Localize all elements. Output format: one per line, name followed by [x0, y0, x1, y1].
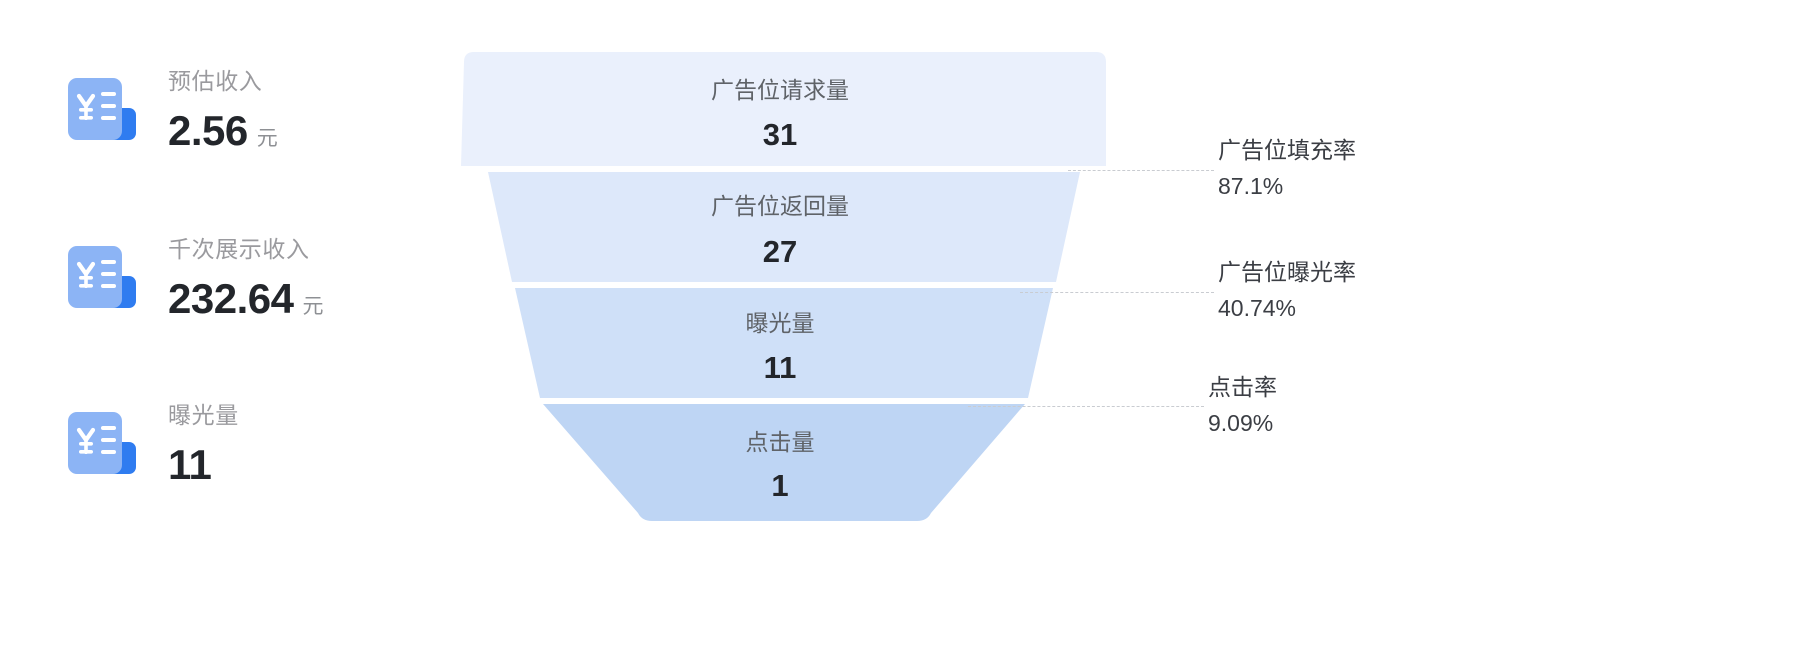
- conversion-rate: 广告位曝光率 40.74%: [1218, 256, 1356, 324]
- conversion-rate-label: 广告位曝光率: [1218, 259, 1356, 285]
- funnel-segment-shape[interactable]: [488, 172, 1080, 282]
- funnel-segment[interactable]: 点击量 1: [543, 404, 1025, 521]
- conversion-rate-value: 40.74%: [1218, 295, 1297, 321]
- stat-card: 千次展示收入 232.64 元: [60, 230, 323, 326]
- stat-card-value: 232.64: [168, 275, 294, 322]
- funnel-segment-shape[interactable]: [543, 404, 1025, 521]
- stat-card: 曝光量 11: [60, 396, 239, 492]
- funnel-segment-value: 27: [763, 234, 797, 269]
- funnel-segment-shape[interactable]: [461, 52, 1106, 166]
- receipt-yuan-icon: [60, 236, 144, 320]
- funnel-segment-value: 1: [771, 468, 788, 503]
- funnel-segment[interactable]: 广告位请求量 31: [461, 52, 1106, 166]
- stat-card-label: 预估收入: [168, 68, 263, 94]
- funnel-segment-name: 点击量: [746, 429, 815, 455]
- stat-card-value: 2.56: [168, 107, 248, 154]
- conversion-rate-value: 87.1%: [1218, 173, 1284, 199]
- stat-card-unit: 元: [302, 295, 324, 318]
- funnel-chart: 广告位请求量 31 广告位返回量 27 曝光量 11 点击量 1: [430, 0, 1170, 658]
- funnel-segment-name: 广告位返回量: [711, 193, 849, 219]
- stat-card-text: 曝光量 11: [168, 400, 239, 488]
- stat-card-value-row: 2.56 元: [168, 108, 278, 154]
- funnel-segment[interactable]: 广告位返回量 27: [488, 172, 1080, 282]
- stat-card-value-row: 11: [168, 442, 239, 488]
- conversion-rate: 点击率 9.09%: [1208, 371, 1277, 439]
- stat-card-text: 千次展示收入 232.64 元: [168, 234, 323, 322]
- stat-card-value: 11: [168, 441, 212, 488]
- stat-card-value-row: 232.64 元: [168, 276, 323, 322]
- conversion-rate-label: 点击率: [1208, 374, 1277, 400]
- funnel-segment[interactable]: 曝光量 11: [515, 288, 1053, 398]
- receipt-yuan-icon: [60, 68, 144, 152]
- funnel-segment-name: 广告位请求量: [711, 77, 849, 103]
- stat-card-label: 千次展示收入: [168, 236, 310, 262]
- stat-card-unit: 元: [256, 127, 278, 150]
- conversion-rate: 广告位填充率 87.1%: [1218, 134, 1356, 202]
- stat-card: 预估收入 2.56 元: [60, 62, 278, 158]
- conversion-rate-label: 广告位填充率: [1218, 137, 1356, 163]
- funnel-segment-shape[interactable]: [515, 288, 1053, 398]
- funnel-segment-name: 曝光量: [746, 310, 815, 336]
- stat-card-label: 曝光量: [168, 402, 239, 428]
- conversion-rate-value: 9.09%: [1208, 410, 1274, 436]
- funnel-segment-value: 11: [764, 350, 797, 385]
- funnel-segment-value: 31: [763, 117, 797, 152]
- stat-card-list: 预估收入 2.56 元: [0, 0, 470, 658]
- stat-card-text: 预估收入 2.56 元: [168, 66, 278, 154]
- receipt-yuan-icon: [60, 402, 144, 486]
